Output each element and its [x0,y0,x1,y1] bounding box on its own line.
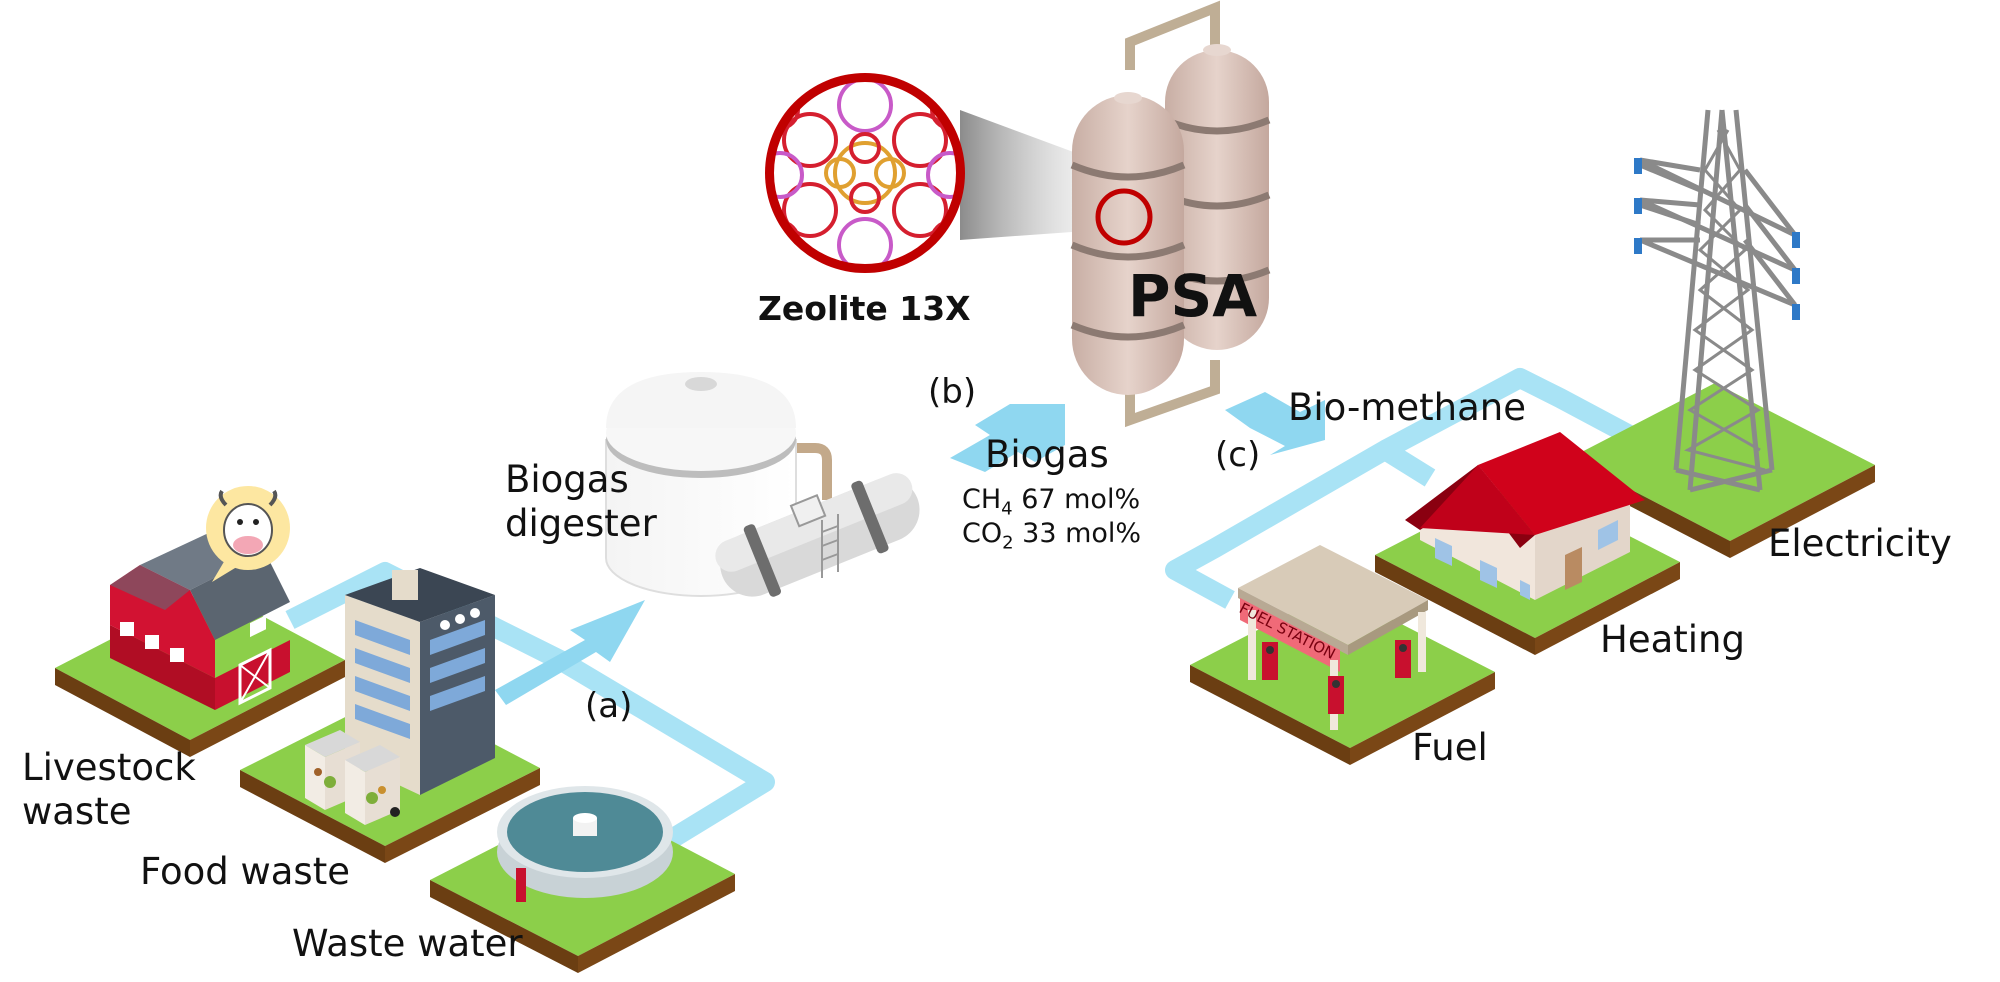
label-biogas-digester: Biogas digester [505,458,657,545]
fuel-station-icon [1238,545,1428,730]
label-food-waste: Food waste [140,850,350,893]
label-livestock-line2: waste [22,789,132,833]
flow-arrow-a [495,600,645,705]
ch4-subscript: 4 [1001,498,1013,520]
label-bio-methane: Bio-methane [1288,386,1526,429]
house-icon [1405,432,1645,600]
psa-columns-icon [1070,0,1271,428]
biogas-digester-icon [605,372,920,597]
label-digester-line1: Biogas [505,458,629,501]
step-label-a: (a) [585,686,633,726]
pipe-network-left [285,562,775,849]
transmission-tower-icon [1638,109,1797,493]
co2-subscript: 2 [1002,532,1014,554]
flow-arrow-c [1225,392,1325,455]
co2-value: 33 mol% [1013,518,1142,549]
label-livestock-waste: Livestock waste [22,746,196,833]
ch4-formula: CH [962,484,1002,515]
label-digester-line2: digester [505,501,657,545]
label-waste-water: Waste water [292,922,523,965]
label-co2-composition: CO2 33 mol% [962,518,1141,554]
insulator-icons [1634,158,1800,320]
zeolite-magnifier [765,73,1100,273]
label-zeolite: Zeolite 13X [758,289,971,328]
label-fuel: Fuel [1412,726,1488,769]
step-label-c: (c) [1215,435,1261,475]
pipe-network-right [1165,368,1640,609]
flow-arrow-b [950,404,1065,472]
step-label-b: (b) [928,372,977,412]
label-heating: Heating [1600,618,1745,661]
cow-icon [206,486,290,582]
label-biogas: Biogas [985,433,1109,476]
ch4-value: 67 mol% [1012,484,1141,515]
barn-icon [110,530,290,710]
label-livestock-line1: Livestock [22,746,196,789]
food-waste-bins-icon [305,730,400,825]
building-icon [345,568,495,795]
label-psa: PSA [1128,262,1258,330]
co2-formula: CO [962,518,1003,549]
label-electricity: Electricity [1768,522,1952,565]
wastewater-tank-icon [497,786,673,902]
label-ch4-composition: CH4 67 mol% [962,484,1140,520]
